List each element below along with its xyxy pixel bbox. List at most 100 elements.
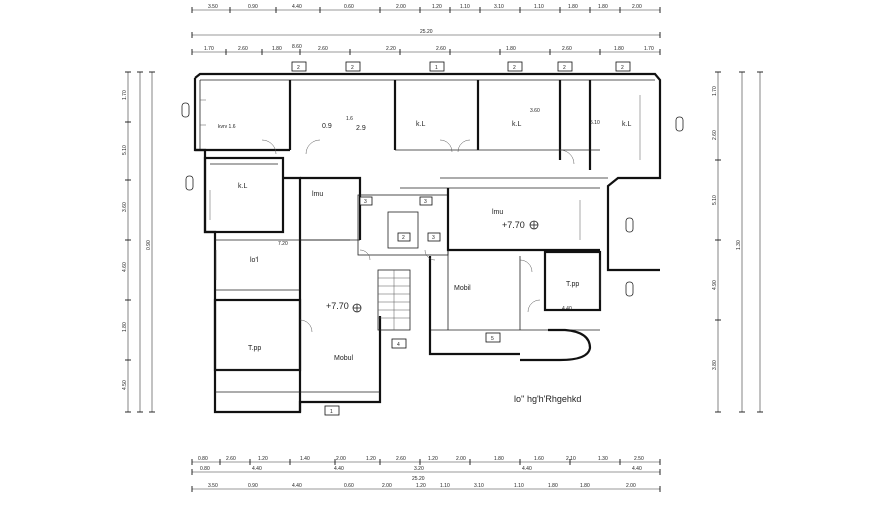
bottom-dim-3-8: 3.10: [474, 483, 484, 489]
bottom-dim-3-11: 1.80: [580, 483, 590, 489]
bottom-dim-3-2: 0.90: [248, 483, 258, 489]
top-dimension-chains: 3.50 0.90 4.40 0.60 2.00 1.20 1.10 3.10 …: [191, 4, 661, 55]
room-label-9: T.pp: [566, 281, 579, 288]
bottom-dim-2-2: 4.40: [252, 466, 262, 472]
top-dim-12: 2.00: [632, 4, 642, 10]
section-tag-11: 1: [330, 409, 333, 415]
section-tags: 2 2 1 2 2 2 3 3 4 5 1 2 3: [181, 61, 684, 416]
level-mark-2: +7.70: [502, 220, 525, 230]
right-dim-5: 3.80: [712, 360, 718, 370]
room-label-10: lo'l: [250, 257, 259, 264]
top-dim-10: 1.80: [568, 4, 578, 10]
bottom-dim-1-12: 2.10: [566, 456, 576, 462]
section-tag-8: 3: [424, 199, 427, 205]
second-dim-7: 1.80: [506, 46, 516, 52]
second-dim-1: 1.70: [204, 46, 214, 52]
level-mark-1: +7.70: [326, 301, 349, 311]
top-dim-5: 2.00: [396, 4, 406, 10]
left-dim-7: 0.90: [146, 240, 152, 250]
left-dim-3: 3.60: [122, 202, 128, 212]
room-label-11: lmu: [312, 191, 323, 198]
bottom-dim-1-5: 2.00: [336, 456, 346, 462]
section-tag-9: 4: [397, 342, 400, 348]
second-dim-9: 1.80: [614, 46, 624, 52]
top-dim-9: 1.10: [534, 4, 544, 10]
second-dim-10: 1.70: [644, 46, 654, 52]
bottom-dim-3-6: 1.20: [416, 483, 426, 489]
room-label-6: k.L: [416, 121, 425, 128]
bottom-dim-2-3: 4.40: [334, 466, 344, 472]
top-dim-11: 1.80: [598, 4, 608, 10]
bottom-dim-1-6: 1.20: [366, 456, 376, 462]
room-labels: k.L Mobil T.pp Mobul lmu k.L k.L k.L T.p…: [218, 108, 631, 362]
bottom-dim-3-9: 1.10: [514, 483, 524, 489]
second-dim-2: 2.60: [238, 46, 248, 52]
bottom-dim-2-1: 0.80: [200, 466, 210, 472]
left-dim-6: 4.50: [122, 380, 128, 390]
right-dim-6: 1.30: [736, 240, 742, 250]
bottom-dim-1-2: 2.60: [226, 456, 236, 462]
top-dim-3: 4.40: [292, 4, 302, 10]
right-dimension-chains: 1.70 2.60 5.10 4.90 3.80 1.30: [712, 71, 763, 413]
bottom-dim-3-3: 4.40: [292, 483, 302, 489]
bottom-dim-1-13: 1.30: [598, 456, 608, 462]
bottom-dim-1-8: 1.20: [428, 456, 438, 462]
room-label-4: Mobul: [334, 355, 354, 362]
top-dim-6: 1.20: [432, 4, 442, 10]
second-dim-8: 2.60: [562, 46, 572, 52]
bottom-dim-1-9: 2.00: [456, 456, 466, 462]
bottom-dimension-chains: 0.80 2.60 1.20 1.40 2.00 1.20 2.60 1.20 …: [191, 456, 661, 492]
section-tag-3: 1: [435, 65, 438, 71]
room-label-2: Mobil: [454, 285, 471, 292]
top-dim-2: 0.90: [248, 4, 258, 10]
bottom-dim-3-5: 2.00: [382, 483, 392, 489]
section-tag-10: 5: [491, 336, 494, 342]
right-dim-2: 2.60: [712, 130, 718, 140]
section-tag-12: 2: [402, 235, 405, 241]
misc-label-1: 0.9: [322, 123, 332, 130]
left-dim-5: 1.80: [122, 322, 128, 332]
top-dim-7: 1.10: [460, 4, 470, 10]
right-dim-3: 5.10: [712, 195, 718, 205]
section-tag-13: 3: [432, 235, 435, 241]
section-tag-1: 2: [297, 65, 300, 71]
top-dim-4: 0.60: [344, 4, 354, 10]
top-dim-8: 3.10: [494, 4, 504, 10]
second-dim-3: 1.80: [272, 46, 282, 52]
bottom-dim-1-1: 0.80: [198, 456, 208, 462]
drawing-title: lo'' hg'h'Rhgehkd: [514, 394, 581, 404]
misc-label-8: 4.40: [562, 306, 572, 312]
misc-label-3: 1.6: [346, 116, 353, 122]
building-walls: [193, 72, 662, 414]
misc-label-4: kvrv 1.6: [218, 124, 236, 130]
bottom-total-dim: 25.20: [412, 476, 425, 482]
section-tag-2: 2: [351, 65, 354, 71]
left-dimension-chains: 1.70 5.10 3.60 4.60 1.80 4.50 0.90: [122, 71, 155, 413]
section-tag-6: 2: [621, 65, 624, 71]
section-tag-4: 2: [513, 65, 516, 71]
bottom-dim-1-11: 1.60: [534, 456, 544, 462]
second-dim-4: 2.60: [318, 46, 328, 52]
section-tag-5: 2: [563, 65, 566, 71]
misc-label-2: 2.9: [356, 125, 366, 132]
top-total-dim: 25.20: [420, 29, 433, 35]
right-dim-1: 1.70: [712, 86, 718, 96]
room-label-7: k.L: [512, 121, 521, 128]
room-label-5: lmu: [492, 209, 503, 216]
bottom-dim-1-14: 2.50: [634, 456, 644, 462]
left-dim-4: 4.60: [122, 262, 128, 272]
second-dim-5: 2.20: [386, 46, 396, 52]
left-dim-2: 5.10: [122, 145, 128, 155]
bottom-dim-2-5: 4.40: [522, 466, 532, 472]
misc-label-6: 3.60: [530, 108, 540, 114]
room-label-8: k.L: [622, 121, 631, 128]
room-label-3: T.pp: [248, 345, 261, 352]
room-label-1: k.L: [238, 183, 247, 190]
top-dim-1: 3.50: [208, 4, 218, 10]
mid-total-dim: 8.60: [292, 44, 302, 50]
bottom-dim-3-10: 1.80: [548, 483, 558, 489]
bottom-dim-3-7: 1.10: [440, 483, 450, 489]
left-dim-1: 1.70: [122, 90, 128, 100]
misc-label-5: 5.10: [590, 120, 600, 126]
